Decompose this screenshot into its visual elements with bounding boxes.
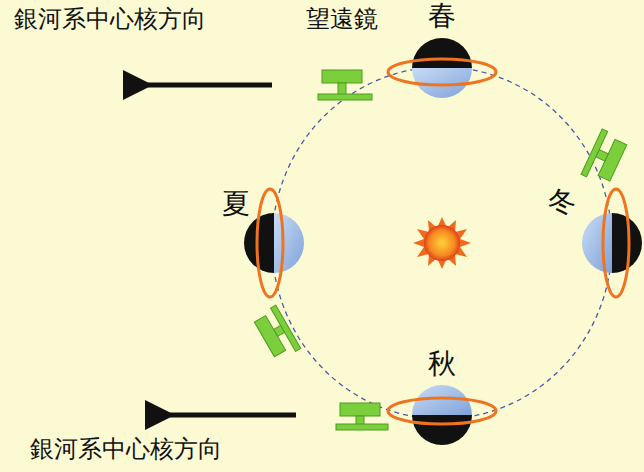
telescope-label: 望遠鏡 xyxy=(306,6,378,34)
orbit-path xyxy=(272,67,612,419)
direction-arrow xyxy=(148,83,272,88)
direction-label: 銀河系中心核方向 xyxy=(14,6,206,34)
earth-autumn xyxy=(388,385,496,445)
season-label: 春 xyxy=(428,0,456,32)
season-label: 夏 xyxy=(222,188,250,220)
sun xyxy=(413,217,471,269)
telescope xyxy=(318,70,372,100)
season-label: 冬 xyxy=(548,186,576,218)
telescope xyxy=(581,129,628,187)
direction-arrow xyxy=(170,413,296,418)
direction-label: 銀河系中心核方向 xyxy=(30,436,222,464)
telescope xyxy=(252,305,300,362)
earth-spring xyxy=(388,38,496,98)
season-label: 秋 xyxy=(428,348,456,380)
earth-summer xyxy=(244,189,304,297)
telescope xyxy=(336,403,388,430)
earth-winter xyxy=(582,189,642,297)
